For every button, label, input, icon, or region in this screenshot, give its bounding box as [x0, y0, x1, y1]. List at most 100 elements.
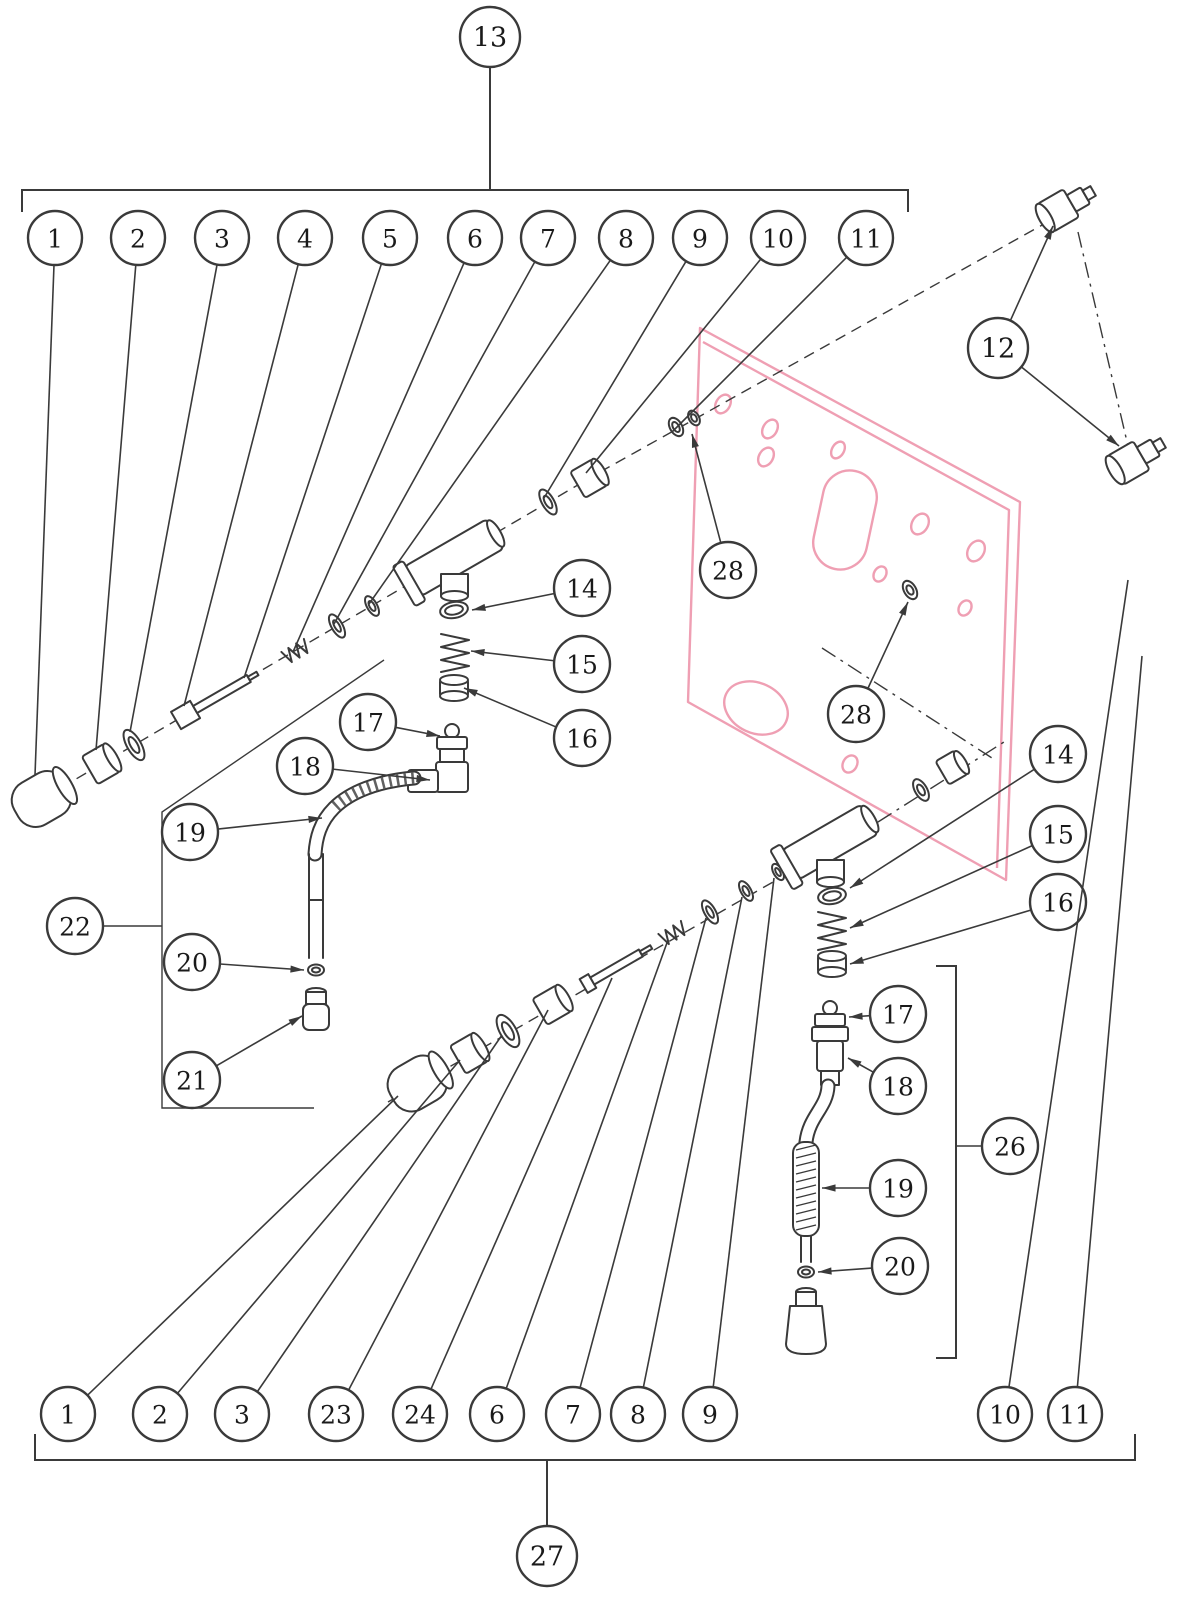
svg-text:17: 17	[882, 1001, 914, 1030]
callout-balloon-18: 18	[868, 1056, 928, 1116]
svg-text:13: 13	[473, 23, 507, 54]
leader-arrowhead	[426, 729, 440, 737]
svg-text:4: 4	[297, 225, 313, 254]
part-elbow-18-left	[435, 761, 469, 793]
callout-balloon-24: 24	[391, 1385, 449, 1443]
svg-text:22: 22	[59, 913, 91, 942]
callout-balloon-8: 8	[609, 1385, 667, 1443]
svg-text:7: 7	[565, 1401, 581, 1430]
upper-assembly	[10, 409, 701, 828]
callout-balloon-28: 28	[826, 684, 886, 744]
callout-balloon-27: 27	[515, 1524, 579, 1588]
part-tip-right	[785, 1287, 827, 1355]
part-knob-upper	[10, 765, 79, 828]
svg-text:8: 8	[630, 1401, 646, 1430]
leader-line-3	[256, 1034, 503, 1393]
part-oring-14-upper	[439, 600, 469, 620]
leader-line-16	[849, 909, 1032, 965]
leader-line-11	[1076, 655, 1143, 1388]
leader-line-6	[505, 939, 669, 1389]
svg-text:21: 21	[176, 1067, 208, 1096]
svg-text:28: 28	[840, 701, 872, 730]
left-hose-assembly	[302, 723, 469, 1031]
leader-line-1	[34, 264, 55, 776]
part-knob-lower	[386, 1050, 454, 1113]
callout-balloon-6: 6	[446, 209, 504, 267]
part-oring-14-lower	[817, 886, 847, 906]
part-ferrule-20-right	[797, 1265, 815, 1279]
part-body-18-right	[811, 1026, 849, 1042]
callout-balloon-2: 2	[131, 1385, 189, 1443]
leader-arrowhead	[691, 434, 699, 448]
leader-line-7	[579, 917, 707, 1389]
part-spring-upper	[280, 637, 309, 664]
callout-balloon-12: 12	[966, 316, 1030, 380]
callout-balloon-16: 16	[552, 708, 612, 768]
part-fitting-12-right	[1104, 437, 1167, 486]
leader-line-1	[86, 1095, 399, 1396]
leader-arrowhead	[288, 1016, 302, 1026]
svg-text:6: 6	[467, 225, 483, 254]
mounting-plate	[686, 326, 1022, 882]
part-washer-upper	[122, 728, 146, 762]
leader-arrowhead	[464, 688, 478, 697]
svg-text:23: 23	[320, 1401, 352, 1430]
part-nut-10-upper	[570, 457, 610, 498]
svg-text:18: 18	[882, 1073, 914, 1102]
leader-arrowhead	[899, 602, 908, 616]
part-washer-lower	[495, 1013, 521, 1049]
callout-balloon-15: 15	[1028, 804, 1088, 864]
part-fitting-23	[532, 983, 574, 1025]
leader-line-7	[333, 261, 536, 625]
leader-arrowhead	[848, 1058, 862, 1068]
part-washer-8-lower	[738, 880, 754, 902]
part-washer-9-upper	[538, 488, 558, 516]
leader-line-15	[470, 650, 555, 662]
callout-balloon-11: 11	[1046, 1385, 1104, 1443]
callout-balloon-14: 14	[552, 558, 612, 618]
leader-line-9	[543, 260, 687, 499]
callout-balloon-9: 9	[681, 1385, 739, 1443]
part-washer-9-lower	[771, 862, 785, 882]
leader-arrowhead	[850, 877, 864, 888]
leader-line-16	[463, 687, 557, 728]
part-tee-body-lower	[770, 804, 880, 890]
leader-arrowhead	[849, 1012, 863, 1020]
svg-text:1: 1	[60, 1401, 76, 1430]
leader-line-3	[129, 264, 218, 733]
part-ferrule-20-left	[307, 963, 325, 977]
leader-line-19	[217, 817, 323, 830]
leader-line-10	[585, 258, 762, 474]
svg-text:5: 5	[382, 225, 398, 254]
svg-text:14: 14	[1042, 741, 1074, 770]
part-nut-lower	[449, 1031, 491, 1074]
leader-arrowhead	[1044, 226, 1053, 240]
callout-balloon-1: 1	[26, 209, 84, 267]
callout-balloon-9: 9	[671, 209, 729, 267]
callout-balloon-10: 10	[749, 209, 807, 267]
right-hose-assembly	[785, 1000, 849, 1355]
leader-line-4	[183, 263, 300, 707]
callout-balloon-16: 16	[1028, 872, 1088, 932]
leader-line-18	[332, 768, 431, 781]
leader-line-6	[292, 262, 465, 653]
callout-balloon-13: 13	[458, 5, 522, 69]
leader-line-11	[671, 256, 848, 433]
leader-arrowhead	[308, 815, 322, 824]
callout-balloon-23: 23	[307, 1385, 365, 1443]
svg-text:14: 14	[566, 575, 598, 604]
callout-balloon-17: 17	[868, 984, 928, 1044]
part-nut-16-upper	[439, 674, 469, 702]
svg-text:1: 1	[47, 225, 63, 254]
callout-balloon-6: 6	[468, 1385, 526, 1443]
leader-line-5	[243, 263, 383, 679]
callout-balloon-3: 3	[193, 209, 251, 267]
leader-line-9	[712, 877, 775, 1388]
svg-text:26: 26	[994, 1133, 1026, 1162]
callout-balloon-7: 7	[519, 209, 577, 267]
lower-assembly	[386, 804, 880, 1113]
svg-text:18: 18	[289, 753, 321, 782]
leader-arrowhead	[290, 965, 304, 973]
